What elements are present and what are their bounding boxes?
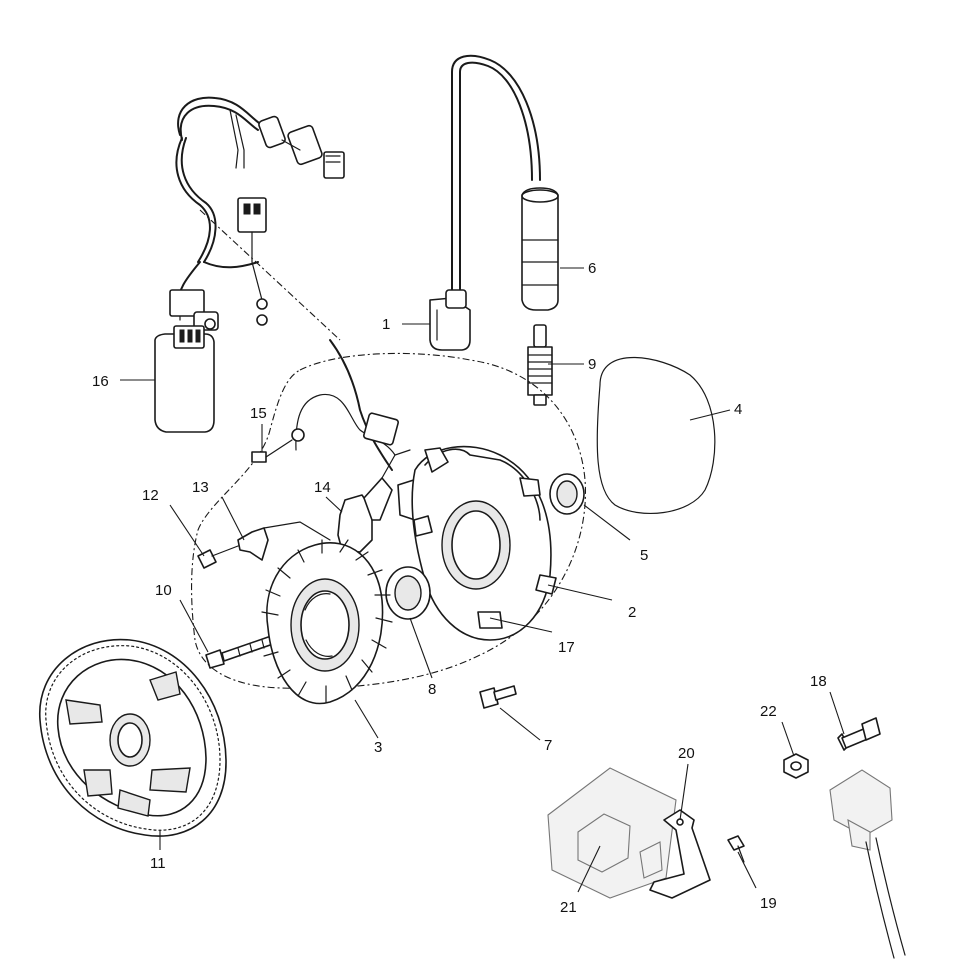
callout-4: 4 — [734, 401, 742, 418]
callout-1: 1 — [382, 316, 390, 333]
connector-a — [258, 115, 286, 149]
bracket-screw — [727, 835, 745, 863]
regulator-bolt — [837, 717, 881, 751]
ground-screw — [251, 393, 396, 463]
oil-seal-large — [385, 566, 431, 620]
oil-seal-small — [549, 473, 585, 515]
callout-6: 6 — [588, 260, 596, 277]
regulator-rectifier — [547, 767, 677, 899]
callout-20: 20 — [678, 745, 695, 762]
clamp-bracket — [237, 521, 331, 561]
flywheel — [39, 638, 227, 837]
callout-3: 3 — [374, 739, 382, 756]
callout-19: 19 — [760, 895, 777, 912]
cover-bolt — [479, 685, 517, 709]
callout-22: 22 — [760, 703, 777, 720]
callout-labels: 1 2 3 4 5 6 7 8 9 10 11 12 13 14 15 16 1… — [92, 260, 827, 916]
callout-13: 13 — [192, 479, 209, 496]
spark-plug-cap — [521, 187, 559, 311]
regulator-connector — [829, 769, 906, 959]
callout-8: 8 — [428, 681, 436, 698]
callout-14: 14 — [314, 479, 331, 496]
callout-12: 12 — [142, 487, 159, 504]
callout-17: 17 — [558, 639, 575, 656]
callout-9: 9 — [588, 356, 596, 373]
callout-11: 11 — [150, 855, 166, 872]
connector-d — [237, 197, 267, 233]
cover-gasket — [596, 356, 716, 515]
callout-16: 16 — [92, 373, 109, 390]
ignition-coil — [429, 54, 541, 351]
callout-5: 5 — [640, 547, 648, 564]
callout-18: 18 — [810, 673, 827, 690]
callout-2: 2 — [628, 604, 636, 621]
stator — [261, 539, 393, 705]
callout-7: 7 — [544, 737, 552, 754]
spark-plug — [527, 324, 553, 406]
callout-21: 21 — [560, 899, 577, 916]
leader-lines — [120, 267, 845, 893]
stator-cover — [411, 445, 557, 641]
connector-b — [287, 124, 323, 166]
flange-nut — [783, 753, 809, 779]
wiring-harness — [169, 96, 345, 341]
callout-10: 10 — [155, 582, 172, 599]
bracket-bolt — [197, 545, 239, 569]
connector-c — [323, 151, 345, 179]
connector-e — [169, 289, 205, 317]
callout-15: 15 — [250, 405, 267, 422]
cdi-box — [154, 325, 215, 433]
